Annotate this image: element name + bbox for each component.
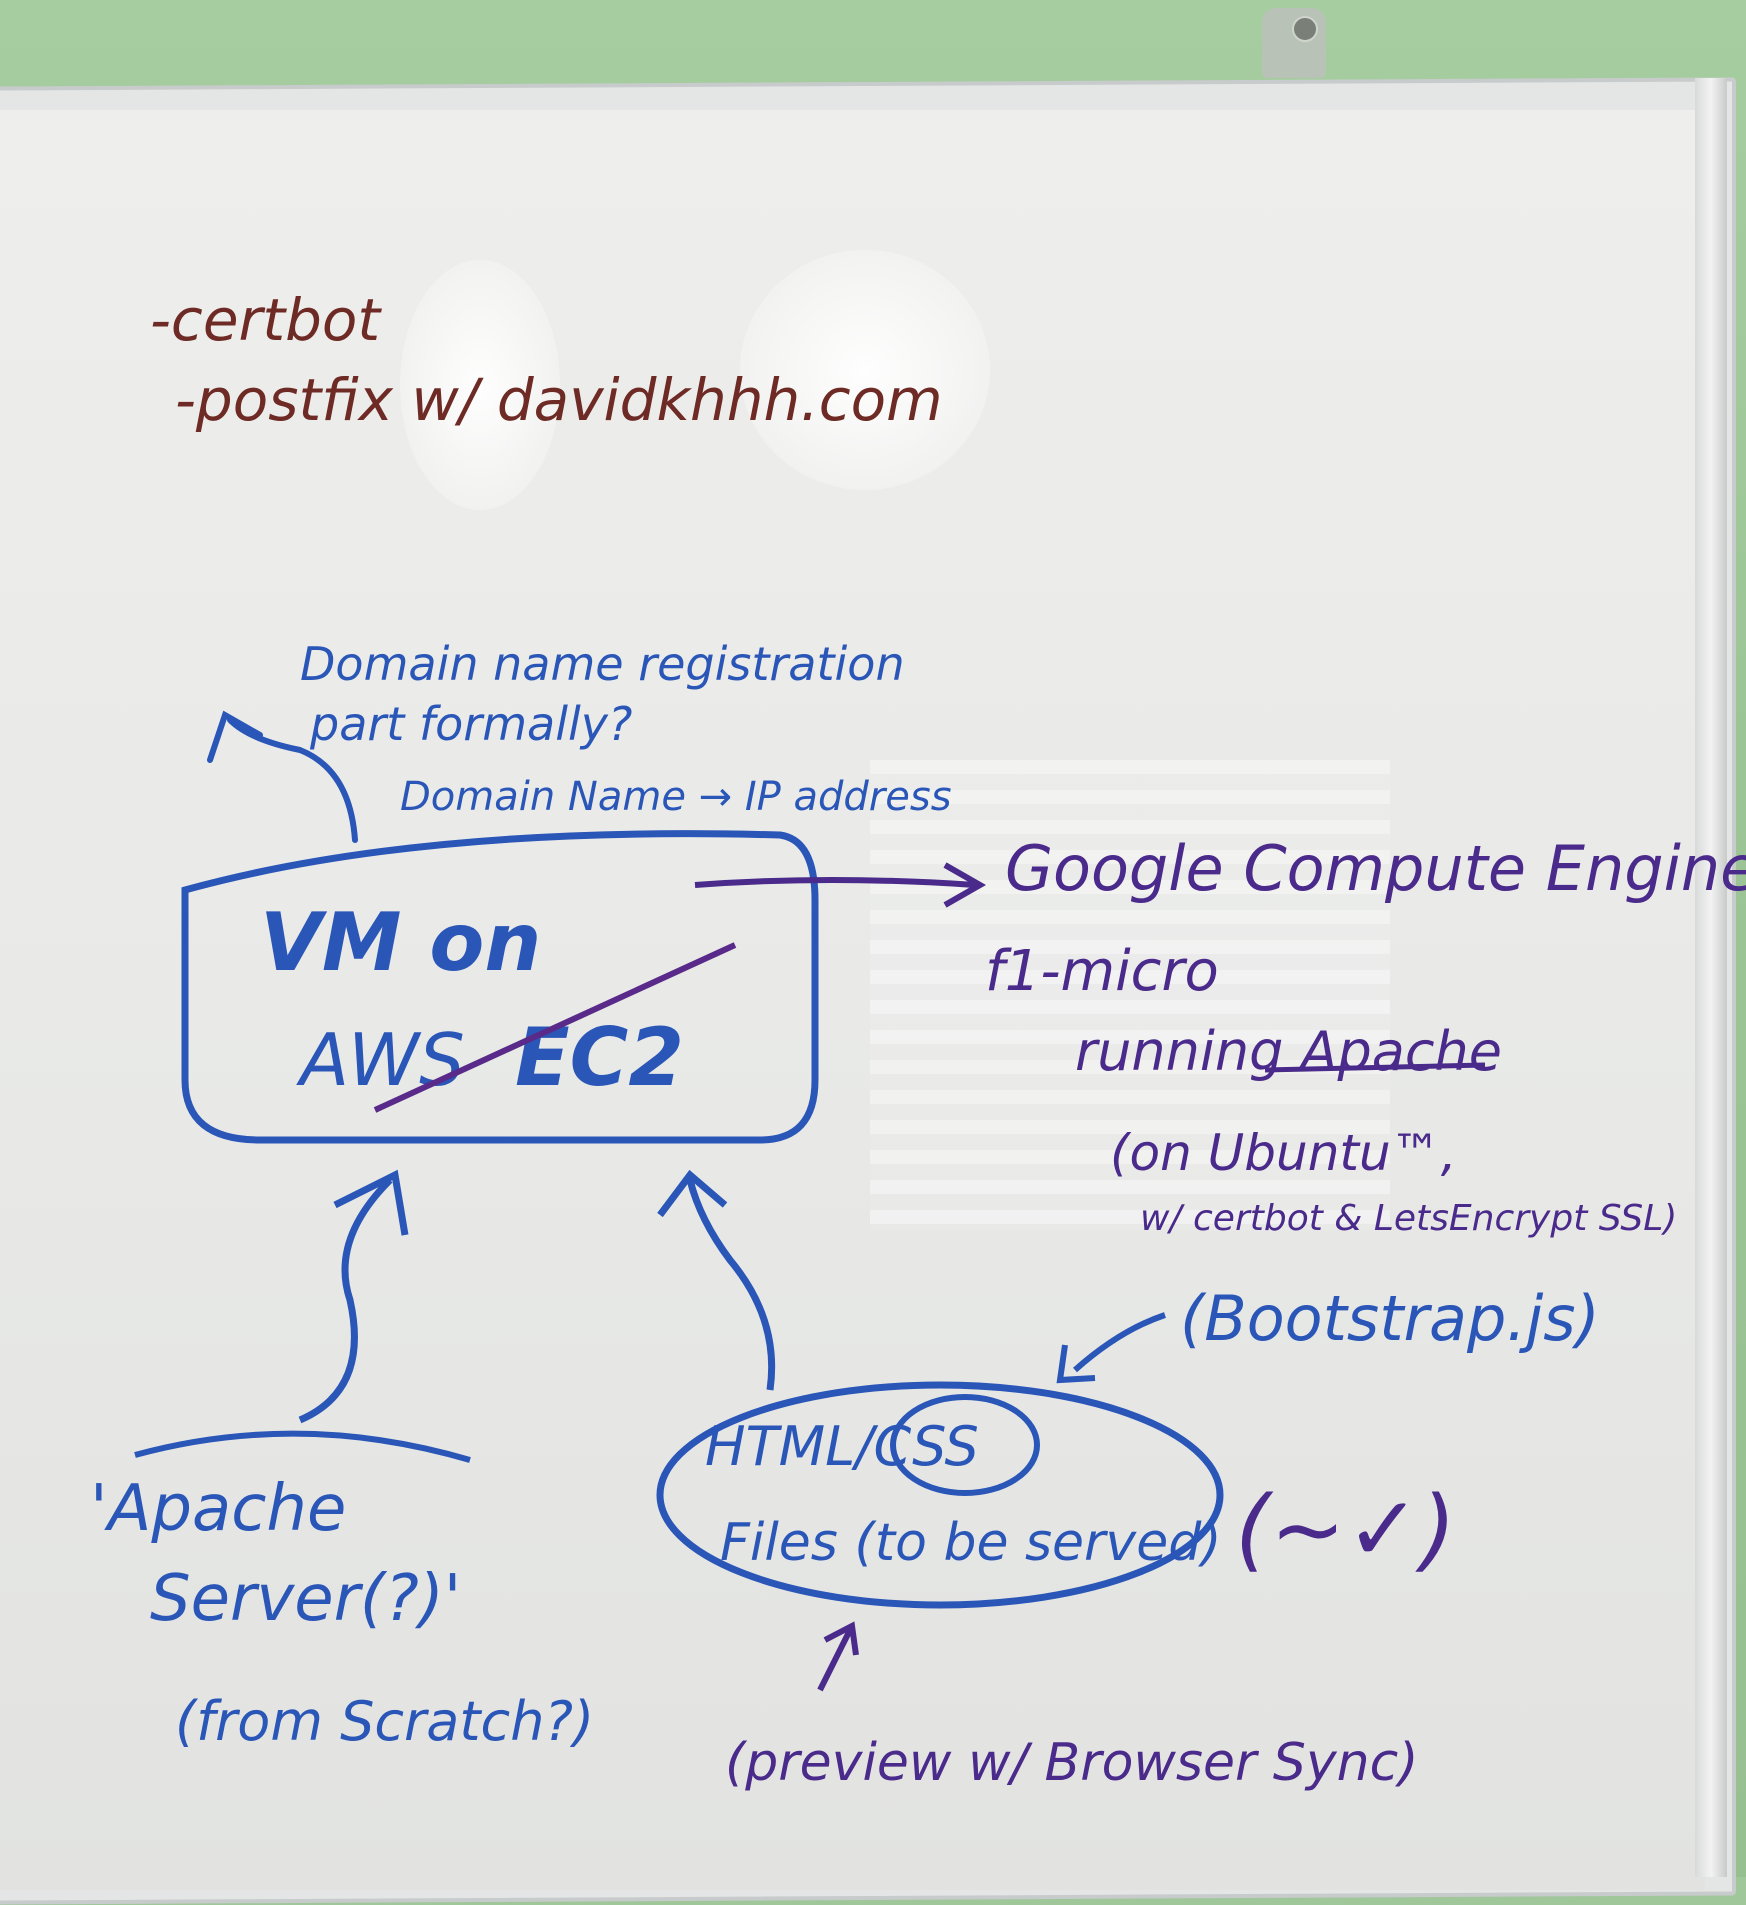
vm-ec2: EC2 [515,1011,684,1104]
arrowhead-icon [657,1169,728,1218]
arrowhead-icon [823,1621,859,1656]
arrowhead-icon [333,1169,409,1236]
whiteboard-right-rim [1695,78,1727,1877]
underline [1264,1062,1486,1073]
note-postfix: -postfix w/ davidkhhh.com [175,366,943,434]
vm-box [181,830,819,1144]
arrowhead-icon [1056,1344,1096,1384]
note-certbot: -certbot [150,286,382,354]
note-domain-registration: Domain name registration [300,637,905,691]
vm-label: VM on [260,896,541,989]
apache-top-stroke [134,1430,471,1463]
html-files-ellipse [656,1381,1224,1609]
note-dns: Domain Name → IP address [400,774,952,820]
note-bootstrap: (Bootstrap.js) [1180,1282,1600,1355]
light-glare [400,260,560,510]
note-check: (~✓) [1235,1477,1456,1582]
wall-mount-screw-icon [1262,8,1326,78]
note-from-scratch: (from Scratch?) [175,1690,594,1753]
note-apache: 'Apache [90,1472,346,1546]
arrowhead-icon [207,710,263,763]
note-f1-micro: f1-micro [985,939,1219,1004]
arrow-preview [817,1628,853,1692]
note-files-to-be-served: Files (to be served) [720,1513,1222,1573]
arrow-bootstrap-to-css [1073,1312,1166,1373]
note-apache-server: Server(?)' [150,1562,461,1636]
arrow-to-gce [694,877,976,888]
note-preview-browser-sync: (preview w/ Browser Sync) [725,1733,1419,1793]
window-reflection [870,760,1390,1230]
note-ubuntu: (on Ubuntu™, [1110,1124,1457,1182]
css-circle [890,1394,1040,1496]
strike-through-line [373,942,737,1113]
arrow-to-domain [227,717,358,843]
note-running-apache: running Apache [1075,1020,1502,1083]
arrow-apache-to-vm [298,1177,393,1424]
note-certbot-ssl: w/ certbot & LetsEncrypt SSL) [1140,1198,1677,1239]
note-part-formally: part formally? [309,697,632,751]
arrowhead-icon [943,862,987,908]
arrow-html-to-vm [686,1179,776,1391]
light-glare [740,250,990,490]
note-html-css: HTML/CSS [705,1415,979,1478]
note-gce: Google Compute Engine [1005,832,1746,905]
vm-aws-struck: AWS [296,1018,465,1102]
